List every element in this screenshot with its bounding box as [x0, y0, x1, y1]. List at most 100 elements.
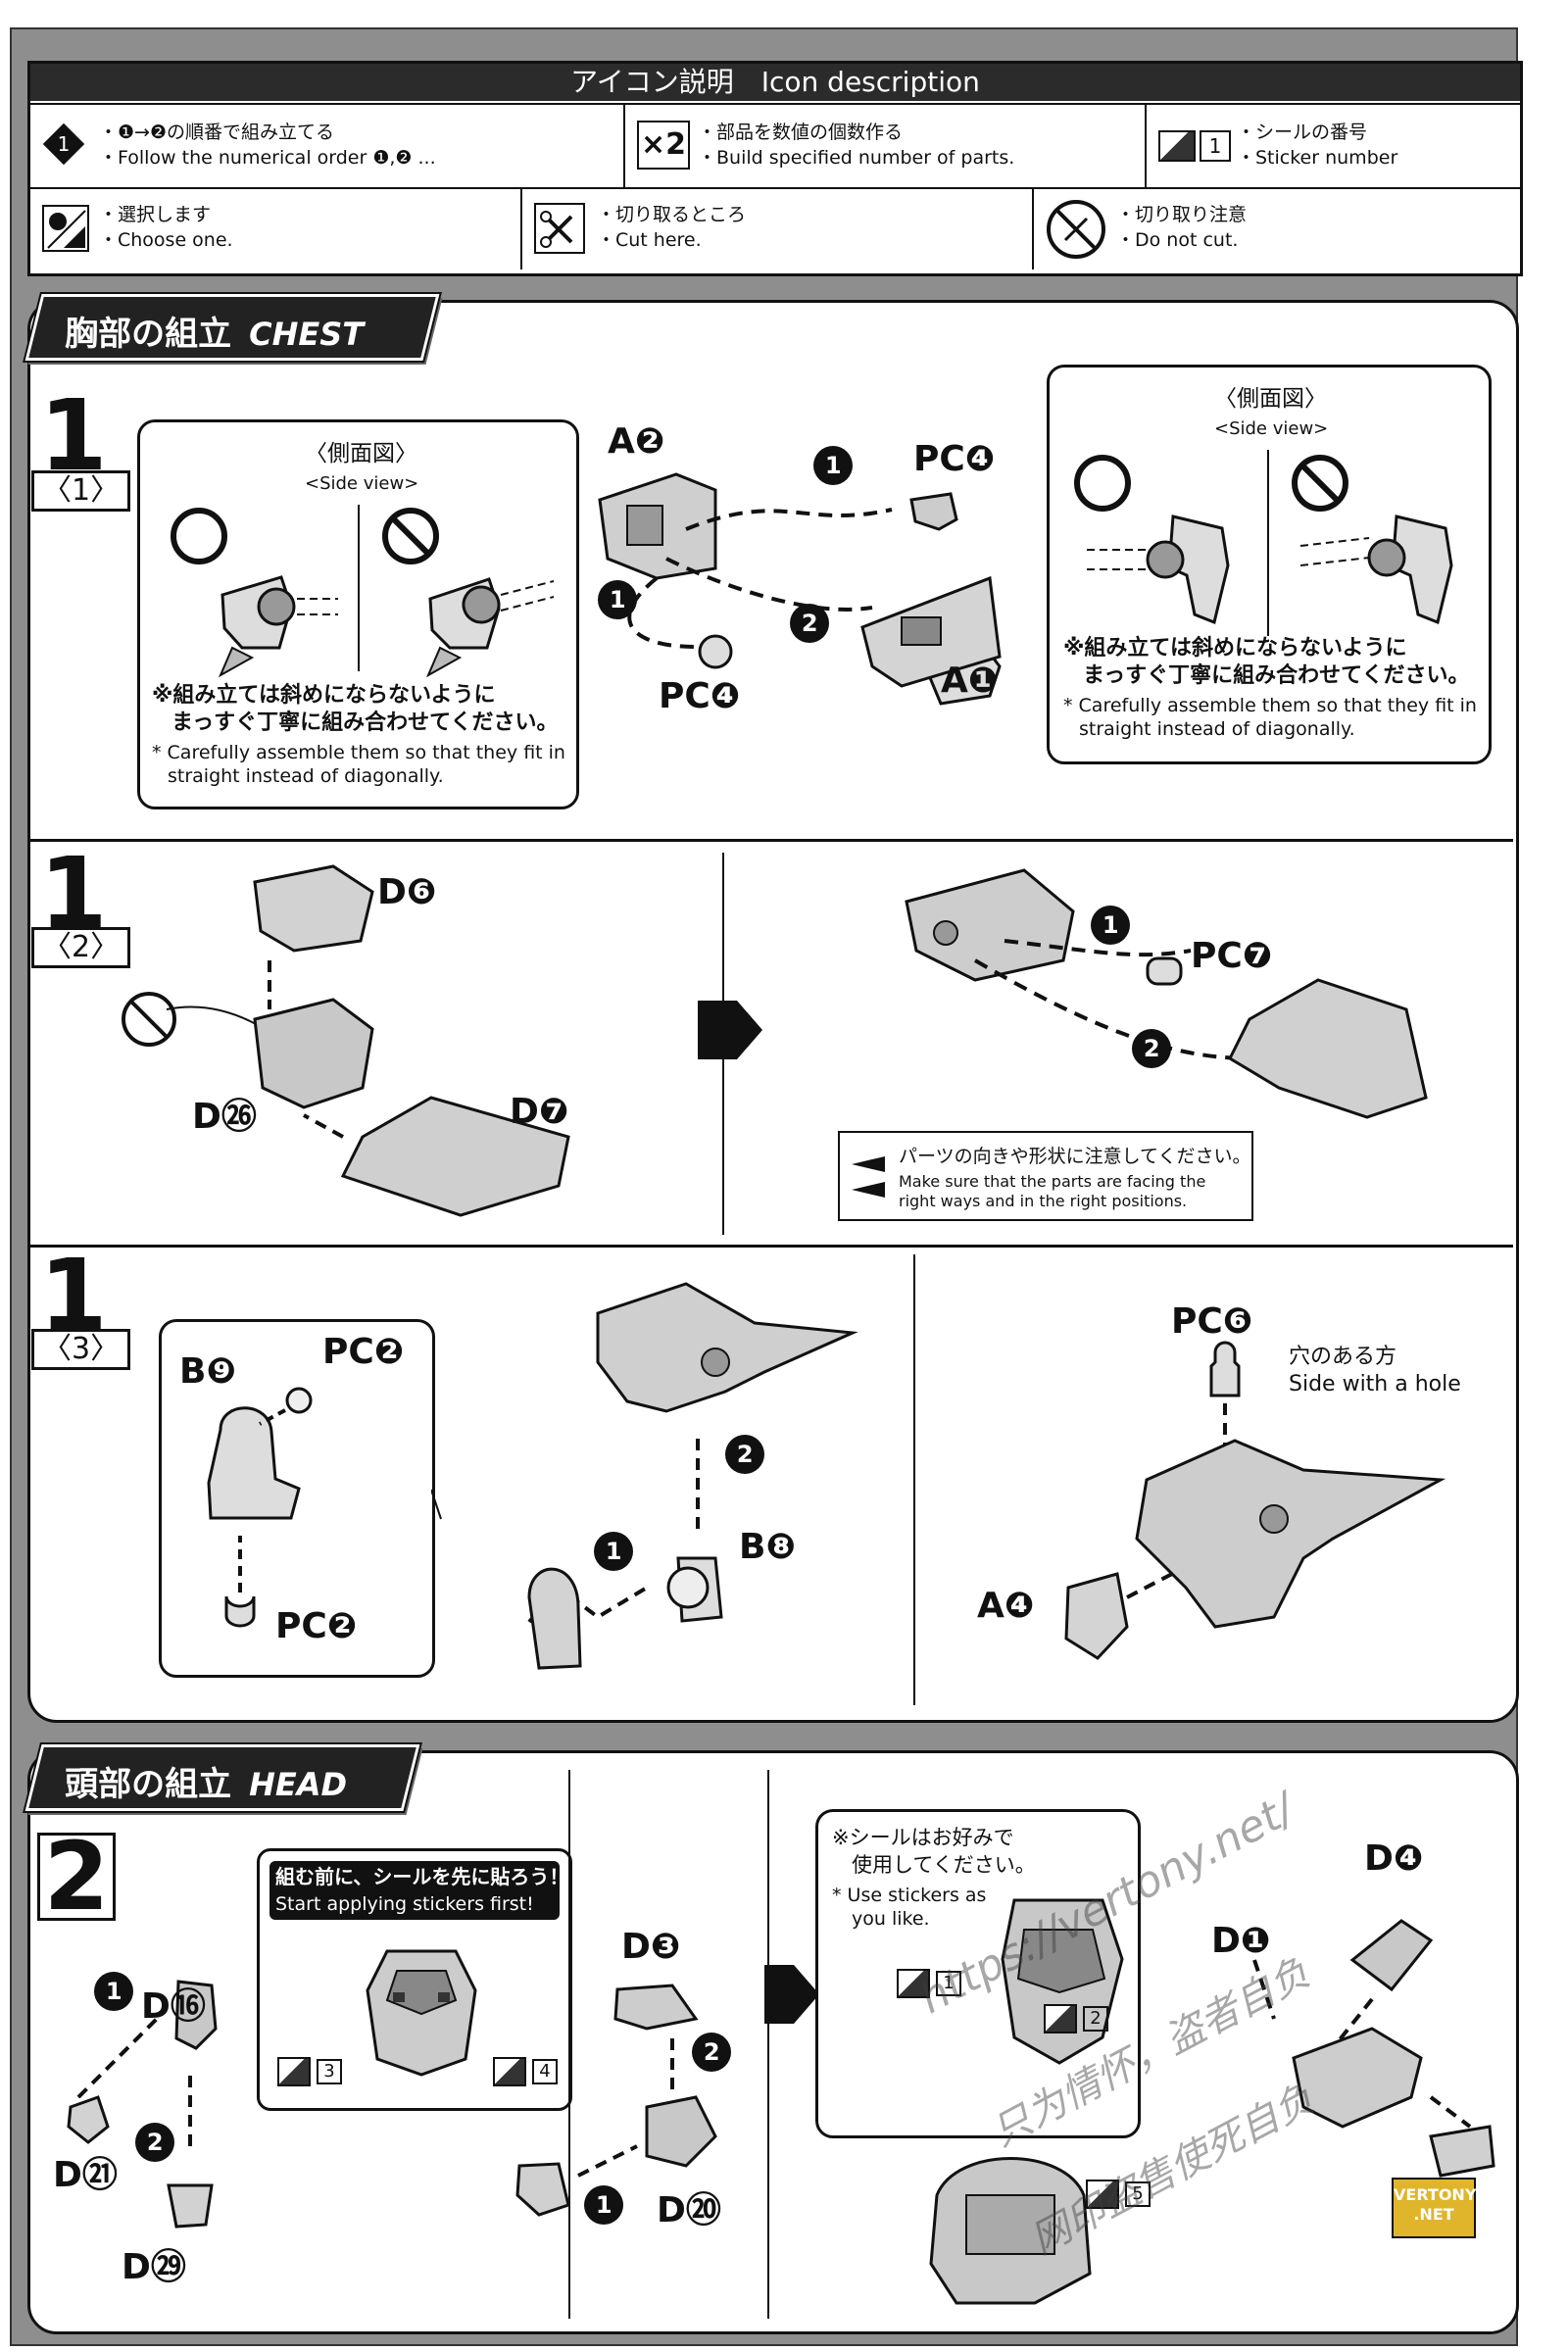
legend-nocut-cell: ・切り取り注意 ・Do not cut. [1034, 189, 1519, 270]
multiply-text-en: ・Build specified number of parts. [698, 147, 1015, 169]
logo-text-top: VERTONY [1394, 2185, 1477, 2204]
cut-text-jp: ・切り取るところ [597, 204, 747, 225]
sticker-number-2: 2 [1083, 2006, 1108, 2032]
assemble-note-en-1-right: * Carefully assemble them so that they f… [1063, 695, 1477, 716]
assemble-note-jp-2-left: まっすぐ丁寧に組み合わせてください。 [172, 710, 559, 735]
legend-title: アイコン説明 Icon description [30, 64, 1520, 101]
side-view-title-jp-right: 〈側面図〉 [1214, 386, 1327, 412]
step-2-left-diagram [67, 1980, 218, 2229]
legend-multiply-cell: ×2 ・部品を数値の個数作る ・Build specified number o… [625, 105, 1147, 187]
hole-side-en: Side with a hole [1289, 1372, 1461, 1396]
legend-order-cell: 1 ・❶→❷の順番で組み立てる ・Follow the numerical or… [30, 105, 625, 187]
sticker-flag-icon [897, 1969, 930, 1998]
head-banner-jp: 頭部の組立 [65, 1765, 232, 1804]
part-label-d26: D㉖ [192, 1097, 257, 1137]
correct-side-view-diagram-right [1074, 455, 1230, 625]
wrong-side-view-diagram [382, 508, 555, 677]
step-number-1-1: 1 [39, 378, 108, 493]
order-icon: 1 [42, 122, 85, 166]
step-order-badge: 2 [146, 2128, 164, 2156]
assemble-note-en-1-left: * Carefully assemble them so that they f… [152, 742, 565, 763]
step-order-badge: 2 [736, 1440, 754, 1468]
side-view-title-en: <Side view> [305, 473, 419, 494]
sticker-number-3: 3 [317, 2059, 342, 2084]
part-label-d16: D⑯ [141, 1986, 206, 2027]
vertony-logo: VERTONY .NET [1392, 2178, 1476, 2238]
step-order-badge: 1 [1102, 910, 1119, 939]
legend-cut-cell: ・切り取るところ ・Cut here. [522, 189, 1034, 270]
correct-side-view-diagram [171, 508, 338, 677]
multiply-text-jp: ・部品を数値の個数作る [698, 122, 904, 143]
facing-note-jp: パーツの向きや形状に注意してください。 [899, 1146, 1251, 1167]
head-front-diagram [1001, 1898, 1124, 2065]
multiply-icon: ×2 [637, 121, 690, 170]
sticker-number-4: 4 [532, 2059, 558, 2084]
step-order-badge: 1 [605, 1537, 622, 1565]
assemble-note-jp-1-right: ※組み立ては斜めにならないように [1063, 636, 1407, 661]
part-label-b8: B❽ [739, 1527, 796, 1567]
sticker-flag-icon [1158, 130, 1196, 162]
optional-sticker-jp-2: 使用してください。 [852, 1853, 1036, 1877]
step-2-right-diagram [1252, 1919, 1495, 2178]
next-arrow-icon [698, 1001, 762, 1059]
sticker-number-1: 1 [936, 1971, 961, 1996]
step-number-1-3: 1 [39, 1238, 108, 1352]
part-label-d20: D⑳ [657, 2190, 721, 2230]
part-label-pc7: PC❼ [1191, 936, 1273, 976]
side-view-title-jp: 〈側面図〉 [305, 441, 417, 466]
step-order-badge: 1 [609, 585, 626, 613]
part-label-d1: D❶ [1211, 1921, 1271, 1961]
step-order-badge: 2 [703, 2037, 720, 2066]
b9-detail-bubble: B❾ PC❷ PC❷ [159, 1319, 435, 1678]
optional-sticker-bubble: ※シールはお好みで 使用してください。 * Use stickers as yo… [815, 1809, 1141, 2138]
step-1-2-right-diagram [905, 868, 1428, 1119]
sticker-flag-icon [277, 2057, 311, 2086]
step-order-badge: 1 [595, 2190, 612, 2219]
head-banner-en: HEAD [249, 1766, 348, 1803]
part-label-d4: D❹ [1364, 1838, 1424, 1879]
part-label-pc4-top: PC❹ [913, 439, 996, 479]
hole-side-jp: 穴のある方 [1289, 1345, 1397, 1369]
sticker-flag-icon [1044, 2004, 1077, 2034]
facing-note-en-2: right ways and in the right positions. [899, 1192, 1188, 1210]
sticker-text-jp: ・シールの番号 [1237, 122, 1368, 143]
step-order-badge: 2 [1143, 1034, 1160, 1062]
step-order-badge: 1 [105, 1977, 122, 2005]
no-cut-icon [1047, 200, 1105, 259]
step-2-middle-diagram [515, 1984, 717, 2217]
choose-text-en: ・Choose one. [99, 229, 233, 251]
next-arrow-icon [764, 1965, 819, 2024]
svg-text:1: 1 [58, 132, 71, 156]
head-banner: 頭部の組立 HEAD [23, 1742, 422, 1813]
step-sub-3: 〈3〉 [31, 1329, 131, 1370]
side-view-title-en-right: <Side view> [1214, 418, 1329, 439]
head-back-diagram [929, 2157, 1092, 2305]
step-1-1-assembly-diagram [598, 472, 1002, 706]
sticker-number-icon: 1 [1200, 130, 1231, 162]
part-label-d7: D❼ [510, 1092, 569, 1132]
step-number-2: 2 [37, 1830, 116, 1924]
side-view-bubble-left: 〈側面図〉 <Side view> ※組み立ては斜めにならないように まっすぐ丁… [137, 419, 579, 809]
choose-icon [42, 205, 89, 252]
assemble-note-jp-1-left: ※組み立ては斜めにならないように [152, 683, 496, 708]
optional-sticker-en-2: you like. [852, 1908, 930, 1930]
step-order-badge: 1 [824, 451, 842, 479]
order-text-en: ・Follow the numerical order ❶,❷ ... [99, 147, 436, 169]
facing-note-en-1: Make sure that the parts are facing the [899, 1172, 1206, 1191]
part-label-pc2-bottom: PC❷ [275, 1606, 358, 1646]
sticker-number-5: 5 [1125, 2181, 1151, 2207]
logo-text-bottom: .NET [1413, 2205, 1454, 2224]
part-label-d3: D❸ [621, 1927, 681, 1967]
step-number-1-2: 1 [39, 836, 108, 951]
choose-text-jp: ・選択します [99, 204, 212, 225]
chest-banner-en: CHEST [249, 316, 365, 353]
sticker-first-en: Start applying stickers first! [275, 1893, 534, 1915]
step-sub-2: 〈2〉 [31, 927, 131, 968]
wrong-side-view-diagram-right [1292, 455, 1453, 625]
part-label-d21: D㉑ [53, 2155, 118, 2195]
part-label-b9: B❾ [179, 1351, 236, 1392]
sticker-flag-icon [1086, 2180, 1119, 2209]
part-label-pc2-top: PC❷ [322, 1332, 405, 1372]
legend-row-1: 1 ・❶→❷の順番で組み立てる ・Follow the numerical or… [30, 103, 1520, 187]
